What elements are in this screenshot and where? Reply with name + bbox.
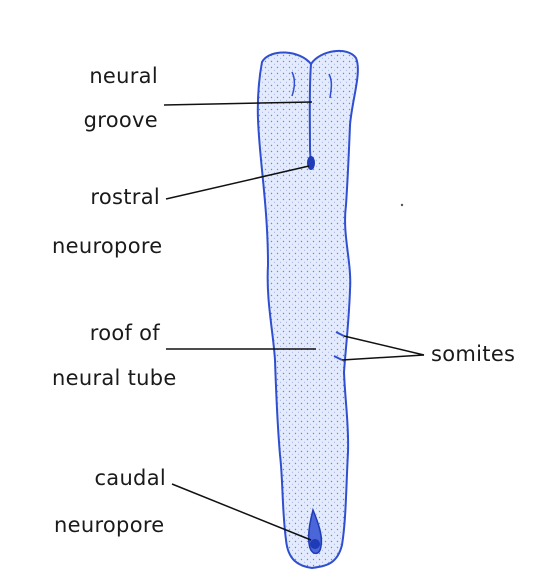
label-neural-groove-1: neural (40, 64, 158, 88)
label-neural-groove-2: groove (40, 108, 158, 132)
label-rostral-1: rostral (40, 185, 160, 209)
somites-leader-upper (344, 336, 424, 355)
stray-dot (401, 204, 403, 206)
label-roof-1: roof of (40, 321, 160, 345)
label-caudal-1: caudal (40, 466, 166, 490)
label-roof-2: neural tube (52, 366, 177, 390)
somites-leader-lower (342, 355, 424, 360)
caudal-neuropore-opening (310, 539, 320, 549)
embryo-body (258, 51, 358, 568)
rostral-neuropore (307, 156, 315, 170)
label-caudal-2: neuropore (54, 513, 165, 537)
label-somites: somites (431, 342, 515, 366)
label-rostral-2: neuropore (52, 234, 163, 258)
